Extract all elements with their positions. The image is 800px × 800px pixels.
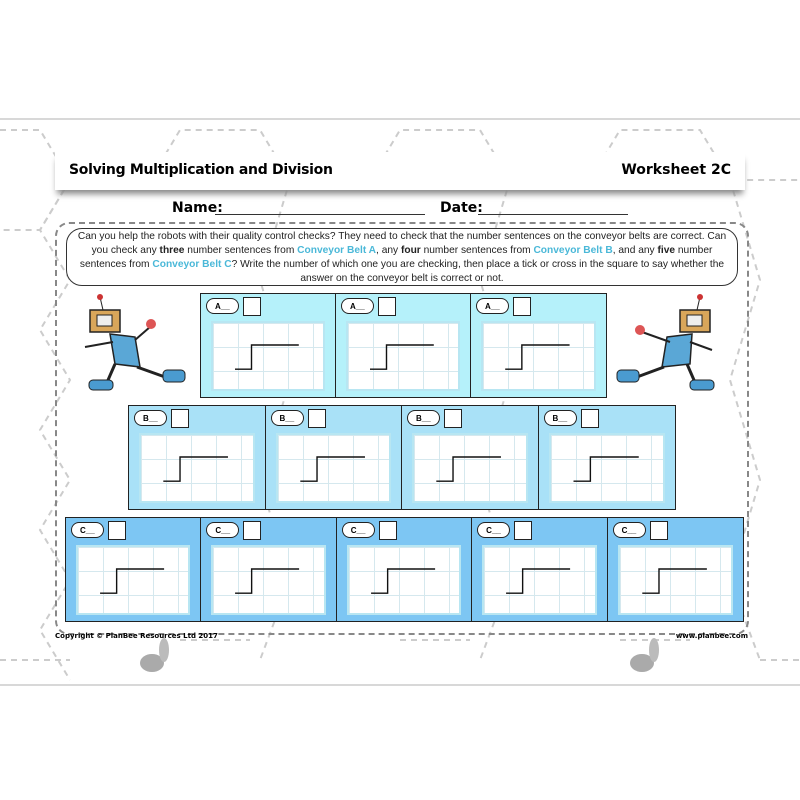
conveyor-belt-card: A__: [471, 294, 606, 397]
conveyor-belt-card: C__: [66, 518, 202, 621]
tick-cross-box[interactable]: [513, 297, 531, 316]
sentence-number-field[interactable]: A__: [341, 298, 374, 314]
sentence-number-field[interactable]: C__: [206, 522, 240, 538]
instr-text: , any: [376, 245, 401, 256]
name-label: Name:: [172, 200, 223, 216]
tick-cross-box[interactable]: [243, 521, 262, 540]
belt-a-name: Conveyor Belt A: [297, 245, 377, 256]
conveyor-belt-a: A__ A__ A__: [200, 293, 607, 398]
sentence-number-field[interactable]: C__: [71, 522, 104, 538]
conveyor-belt-card: C__: [608, 518, 743, 621]
copyright-text: Copyright © PlanBee Resources Ltd 2017: [55, 632, 218, 640]
number-sentence-panel: [412, 433, 528, 503]
sentence-number-field[interactable]: B__: [134, 410, 167, 426]
step-line: [551, 435, 664, 501]
sentence-number-field[interactable]: A__: [476, 298, 509, 314]
instr-text: Can you help the robots with their quali…: [77, 231, 727, 256]
conveyor-belt-b: B__ B__ B__ B__: [128, 405, 676, 510]
number-sentence-panel: [211, 545, 326, 615]
activity-frame: [55, 222, 749, 635]
tick-cross-box[interactable]: [378, 521, 397, 540]
number-sentence-panel: [617, 545, 733, 615]
sentence-number-field[interactable]: B__: [270, 410, 304, 426]
step-line: [349, 547, 459, 613]
tick-cross-box[interactable]: [649, 521, 668, 540]
instructions-box: Can you help the robots with their quali…: [66, 228, 738, 286]
tick-cross-box[interactable]: [514, 521, 533, 540]
tick-cross-box[interactable]: [444, 409, 462, 428]
conveyor-belt-card: B__: [402, 406, 539, 509]
instr-text: number sentences from: [184, 245, 298, 256]
step-line: [414, 435, 526, 501]
instr-bold: four: [400, 245, 421, 256]
date-label: Date:: [440, 200, 483, 216]
step-line: [483, 323, 594, 389]
conveyor-belt-card: C__: [337, 518, 473, 621]
sentence-number-field[interactable]: B__: [543, 410, 577, 426]
worksheet-number: Worksheet 2C: [621, 162, 731, 178]
number-sentence-panel: [481, 321, 596, 391]
conveyor-belt-card: A__: [336, 294, 471, 397]
sentence-number-field[interactable]: C__: [477, 522, 511, 538]
worksheet-title: Solving Multiplication and Division: [69, 162, 333, 178]
tick-cross-box[interactable]: [108, 521, 126, 540]
number-sentence-panel: [211, 321, 325, 391]
step-line: [213, 323, 323, 389]
conveyor-belt-card: B__: [539, 406, 676, 509]
conveyor-belt-card: A__: [201, 294, 336, 397]
step-line: [348, 323, 458, 389]
robot-left-illustration: [84, 294, 186, 391]
tick-cross-box[interactable]: [580, 409, 599, 428]
step-line: [620, 547, 731, 613]
step-line: [78, 547, 188, 613]
conveyor-belt-card: B__: [266, 406, 402, 509]
instr-bold: five: [657, 245, 676, 256]
instr-text: , and any: [612, 245, 658, 256]
number-sentence-panel: [548, 433, 665, 503]
step-line: [484, 547, 594, 613]
robot-right-illustration: [616, 294, 715, 391]
step-line: [141, 435, 253, 501]
conveyor-belt-c: C__ C__ C__ C__ C__: [65, 517, 744, 622]
sentence-number-field[interactable]: B__: [407, 410, 440, 426]
number-sentence-panel: [139, 433, 255, 503]
conveyor-belt-card: B__: [129, 406, 266, 509]
tick-cross-box[interactable]: [171, 409, 189, 428]
bee-logo-icon: [140, 638, 169, 672]
number-sentence-panel: [346, 545, 462, 615]
step-line: [213, 547, 323, 613]
conveyor-belt-card: C__: [472, 518, 608, 621]
number-sentence-panel: [76, 545, 191, 615]
tick-cross-box[interactable]: [243, 297, 261, 316]
number-sentence-panel: [482, 545, 597, 615]
tick-cross-box[interactable]: [378, 297, 396, 316]
sentence-number-field[interactable]: C__: [341, 522, 375, 538]
sentence-number-field[interactable]: A__: [206, 298, 239, 314]
sentence-number-field[interactable]: C__: [612, 522, 646, 538]
name-field[interactable]: [215, 214, 425, 215]
number-sentence-panel: [275, 433, 391, 503]
bee-logo-icon: [630, 638, 659, 672]
instr-text: number sentences from: [420, 245, 534, 256]
worksheet-header: Solving Multiplication and Division Work…: [55, 152, 745, 190]
tick-cross-box[interactable]: [307, 409, 326, 428]
number-sentence-panel: [346, 321, 460, 391]
belt-c-name: Conveyor Belt C: [152, 259, 232, 270]
instr-bold: three: [159, 245, 185, 256]
step-line: [278, 435, 390, 501]
date-field[interactable]: [478, 214, 628, 215]
belt-b-name: Conveyor Belt B: [533, 245, 613, 256]
instr-text: ? Write the number of which one you are …: [231, 259, 725, 284]
instr-text: number sentences from: [79, 245, 713, 270]
website-link[interactable]: www.planbee.com: [675, 632, 748, 640]
conveyor-belt-card: C__: [201, 518, 337, 621]
